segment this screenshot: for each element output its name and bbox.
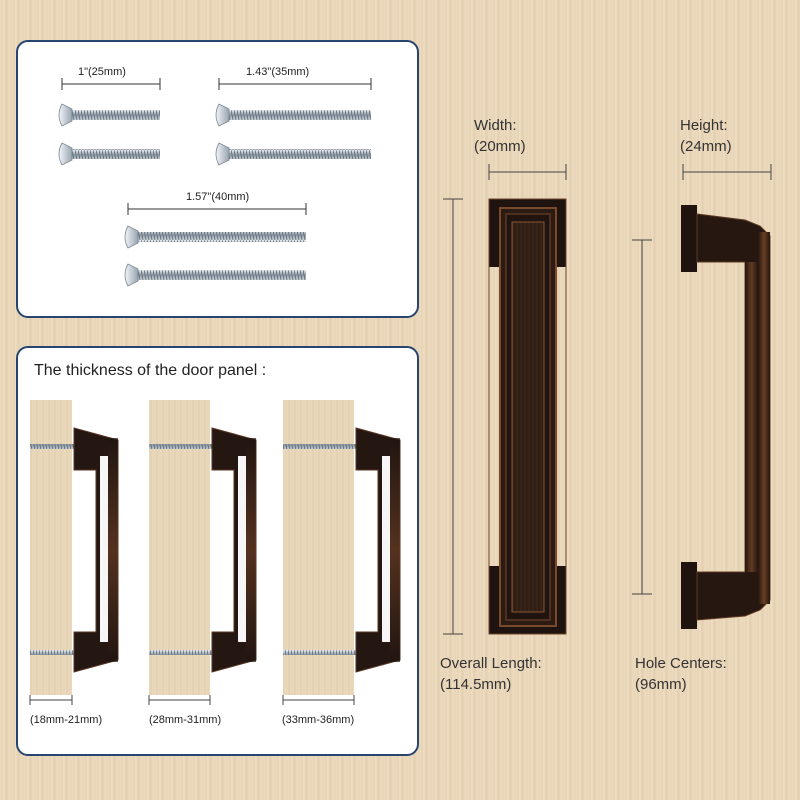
screw-label-40mm: 1.57"(40mm) <box>186 191 250 203</box>
screw-40mm-a <box>124 225 306 249</box>
screw-group-25mm <box>58 78 161 166</box>
screw-35mm-b <box>215 142 371 166</box>
screw-group-40mm <box>124 203 307 287</box>
width-value: (20mm) <box>474 138 526 155</box>
handle-side-3 <box>355 427 401 673</box>
handle-side-1 <box>73 427 119 673</box>
screw-label-35mm: 1.43"(35mm) <box>246 66 310 78</box>
screw-label-25mm: 1"(25mm) <box>78 66 126 78</box>
length-dimension-line <box>443 198 463 635</box>
screw-35mm-a <box>215 103 371 127</box>
hole-centers-label: Hole Centers: <box>635 655 727 672</box>
width-dimension-line <box>488 164 567 180</box>
hole-centers-value: (96mm) <box>635 676 687 693</box>
screw-25mm-b <box>58 142 160 166</box>
door-panel-thick <box>282 400 401 705</box>
thickness-range-3: (33mm-36mm) <box>282 714 355 726</box>
screw-25mm-a <box>58 103 160 127</box>
handle-front-view <box>488 198 567 635</box>
door-panel-medium <box>148 400 257 705</box>
handle-side-view <box>681 205 771 629</box>
thickness-range-2: (28mm-31mm) <box>149 714 222 726</box>
length-value: (114.5mm) <box>440 676 512 693</box>
height-label: Height: <box>680 117 728 134</box>
thickness-title: The thickness of the door panel : <box>34 362 267 379</box>
height-value: (24mm) <box>680 138 732 155</box>
hole-centers-dimension-line <box>632 239 652 595</box>
handle-side-2 <box>211 427 257 673</box>
door-panel-thin <box>29 400 119 705</box>
width-label: Width: <box>474 117 517 134</box>
height-dimension-line <box>682 164 772 180</box>
screw-group-35mm <box>215 78 372 166</box>
screw-40mm-b <box>124 263 306 287</box>
length-label: Overall Length: <box>440 655 542 672</box>
thickness-range-1: (18mm-21mm) <box>30 714 103 726</box>
